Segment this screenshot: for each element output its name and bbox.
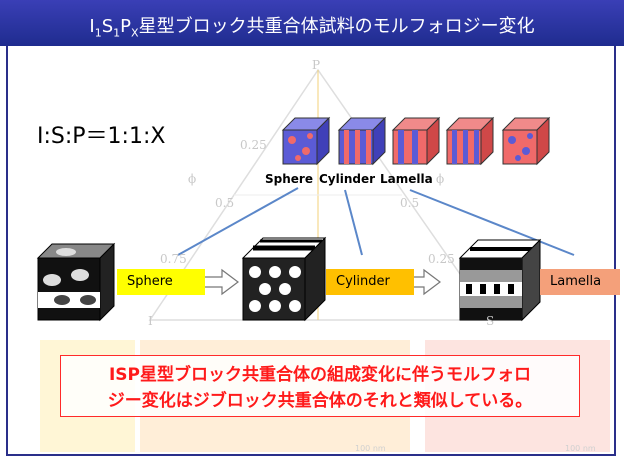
phi-right: ϕ <box>436 172 445 186</box>
slide-title: I1S1PX星型ブロック共重合体試料のモルフォロジー変化 <box>89 16 535 40</box>
title-bar: I1S1PX星型ブロック共重合体試料のモルフォロジー変化 <box>0 0 624 46</box>
cube-sphere-red <box>501 116 551 166</box>
tag-lamella: Lamella <box>540 269 620 295</box>
connector-sphere <box>177 187 299 256</box>
cube-lamella <box>391 116 441 166</box>
cube-cylinder-red <box>445 116 495 166</box>
cube-sphere-blue <box>281 116 331 166</box>
cube-label-sphere: Sphere <box>265 172 313 186</box>
scale-bar-1: 100 nm <box>355 444 386 453</box>
cube-label-cylinder: Cylinder <box>319 172 376 186</box>
connector-cylinder <box>344 189 363 256</box>
triangle-vertex-s: S <box>486 314 495 328</box>
tick-05-right: 0.5 <box>400 196 420 210</box>
bw-cube-lamella <box>458 238 542 322</box>
tick-025-left: 0.25 <box>240 138 267 152</box>
tick-075-left: 0.75 <box>160 252 187 266</box>
triangle-vertex-i: I <box>148 314 153 328</box>
cube-cylinder-blue <box>337 116 387 166</box>
connector-lamella <box>409 189 575 256</box>
ratio-label: I:S:P＝1:1:X <box>37 124 166 149</box>
bw-cube-sphere <box>36 242 116 322</box>
triangle-vertex-p: P <box>312 58 321 72</box>
bw-cube-cylinder <box>241 236 327 322</box>
conclusion-line-1: ISP星型ブロック共重合体の組成変化に伴うモルフォロ <box>108 365 532 385</box>
content-frame <box>6 46 616 456</box>
tick-025-right: 0.25 <box>428 252 455 266</box>
conclusion-box: ISP星型ブロック共重合体の組成変化に伴うモルフォロ ジー変化はジブロック共重合… <box>60 355 580 417</box>
phi-left: ϕ <box>188 172 197 186</box>
conclusion-line-2: ジー変化はジブロック共重合体のそれと類似している。 <box>107 391 533 411</box>
tag-cylinder: Cylinder <box>326 269 414 295</box>
cube-label-lamella: Lamella <box>380 172 433 186</box>
tick-05-left: 0.5 <box>215 196 235 210</box>
scale-bar-2: 100 nm <box>565 444 596 453</box>
tag-sphere: Sphere <box>117 269 205 295</box>
